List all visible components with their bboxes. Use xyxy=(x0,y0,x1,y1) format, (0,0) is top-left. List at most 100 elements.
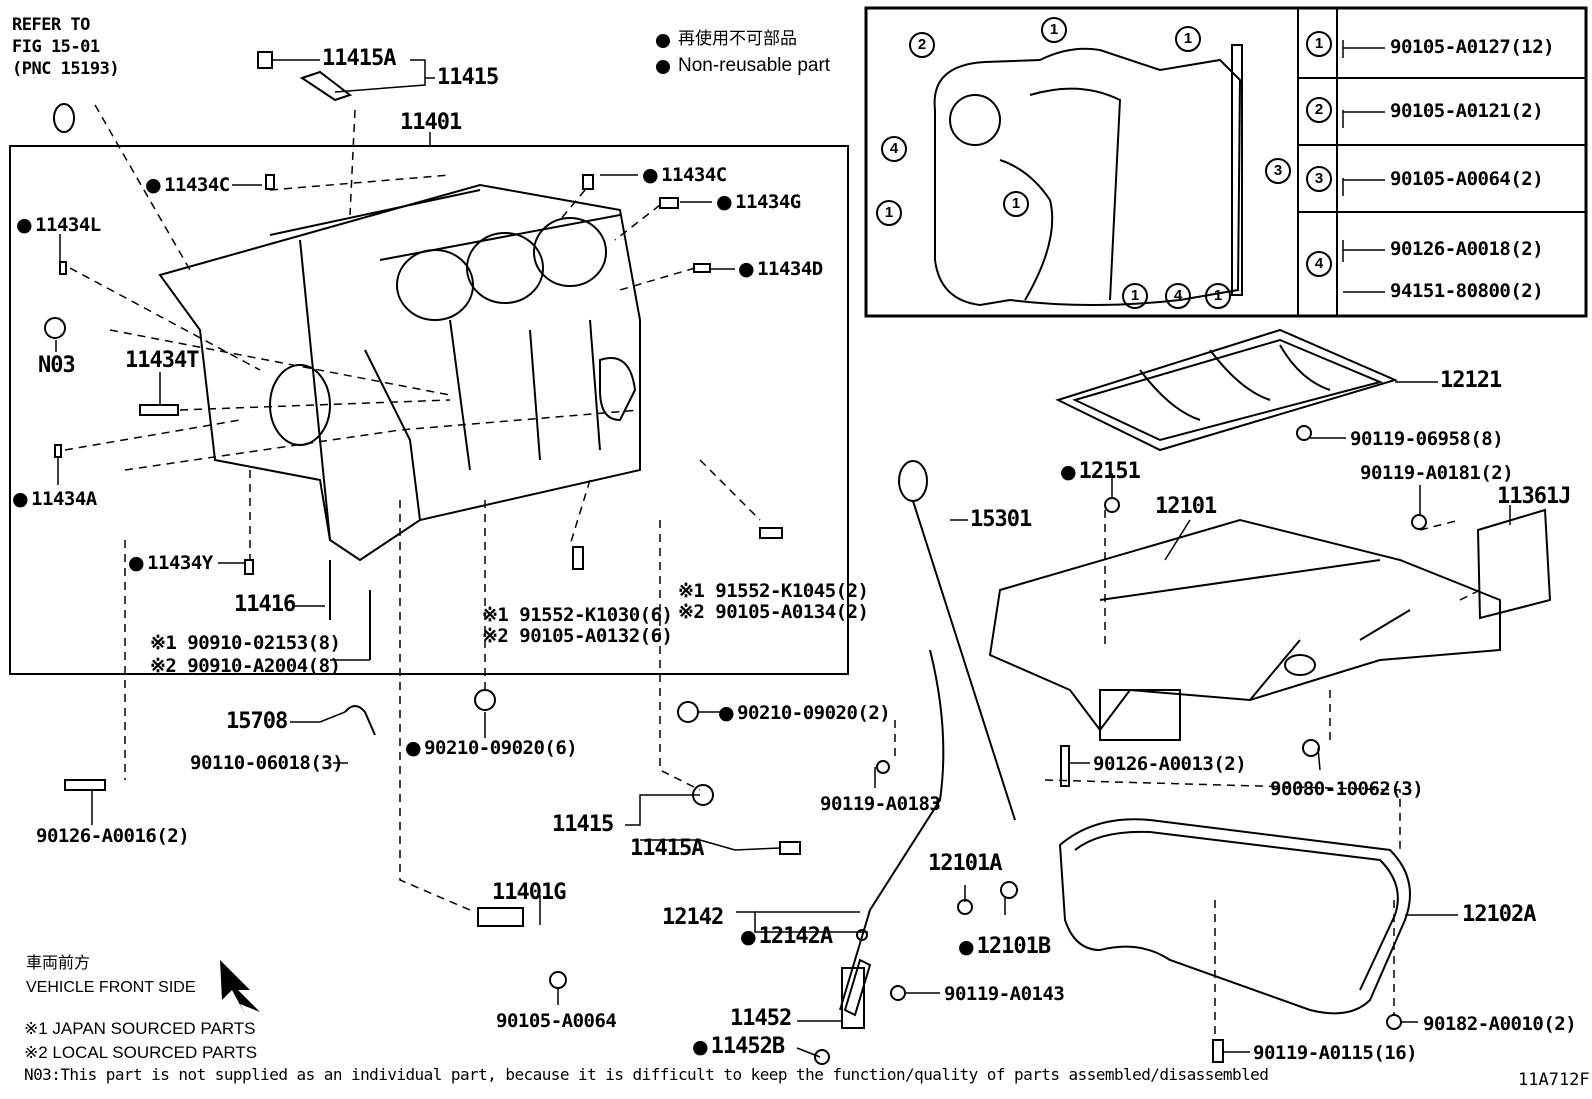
front-direction-arrow xyxy=(220,960,260,1016)
part-label: ※2 90105-A0134(2) xyxy=(678,601,869,623)
part-label-non-reusable: 12101B xyxy=(958,936,1051,958)
legend-jp: 再使用不可部品 xyxy=(678,29,797,48)
refer-line: (PNC 15193) xyxy=(12,59,120,79)
callout-number: 2 xyxy=(909,32,935,58)
inset-callout: 1 xyxy=(876,200,902,226)
vehicle-front-jp: 車両前方 xyxy=(26,955,91,972)
part-label-non-reusable: 11434L xyxy=(16,214,101,236)
inset-callout: 2 xyxy=(909,32,935,58)
part-label: ※2 90105-A0132(6) xyxy=(482,625,673,647)
callout-number: 1 xyxy=(1003,191,1029,217)
inset-callout: 4 xyxy=(1165,283,1191,309)
part-label: 90110-06018(3) xyxy=(190,752,344,774)
part-label: ※2 90910-A2004(8) xyxy=(150,655,341,677)
inset-part-number: 90105-A0121(2) xyxy=(1390,100,1544,122)
note-n03: N03:This part is not supplied as an indi… xyxy=(24,1065,1269,1084)
part-label: 90119-06958(8) xyxy=(1350,428,1504,450)
refer-line: FIG 15-01 xyxy=(12,37,100,57)
inset-table-num: 1 xyxy=(1306,31,1332,57)
callout-number: 1 xyxy=(876,200,902,226)
part-label-non-reusable: 12151 xyxy=(1060,461,1141,483)
legend-non-reusable: Non-reusable part xyxy=(678,55,831,76)
part-label: 11401 xyxy=(400,110,462,135)
lower-oil-pan-drawing xyxy=(1058,818,1411,1015)
inset-callout: 1 xyxy=(1003,191,1029,217)
inset-part-number: 90105-A0127(12) xyxy=(1390,36,1555,58)
part-label: 11415 xyxy=(437,65,499,90)
inset-callout: 1 xyxy=(1205,283,1231,309)
part-label: 11415A xyxy=(322,46,396,71)
cylinder-block-drawing xyxy=(158,183,641,562)
inset-callout: 1 xyxy=(1122,283,1148,309)
part-label: 12121 xyxy=(1440,368,1502,393)
part-label: ※1 91552-K1030(6) xyxy=(482,604,673,626)
oil-pan-gasket-drawing xyxy=(1055,328,1398,452)
part-label: 12101 xyxy=(1155,494,1217,519)
part-label: ※1 91552-K1045(2) xyxy=(678,580,869,602)
inset-part-number: 94151-80800(2) xyxy=(1390,280,1544,302)
part-label: 90105-A0064 xyxy=(496,1010,617,1032)
dipstick-drawing xyxy=(839,460,1016,1029)
part-label: 11434T xyxy=(125,348,199,373)
upper-oil-pan-drawing xyxy=(988,518,1501,741)
inset-callout: 3 xyxy=(1265,158,1291,184)
part-label: ※1 90910-02153(8) xyxy=(150,632,341,654)
small-parts xyxy=(44,51,1427,1065)
timing-cover-drawing xyxy=(933,44,1243,307)
part-label-non-reusable: 12142A xyxy=(740,926,833,948)
part-label: 12101A xyxy=(928,851,1002,876)
part-label: 90119-A0183 xyxy=(820,793,941,815)
inset-part-number: 90105-A0064(2) xyxy=(1390,168,1544,190)
part-label: 12142 xyxy=(662,905,724,930)
note-japan-sourced: ※1 JAPAN SOURCED PARTS xyxy=(24,1019,256,1038)
refer-line: REFER TO xyxy=(12,15,90,35)
part-label: 90119-A0181(2) xyxy=(1360,462,1514,484)
part-label: 90119-A0115(16) xyxy=(1253,1042,1418,1064)
part-label-non-reusable: 11434C xyxy=(145,174,230,196)
cylinder-block-group-frame xyxy=(9,145,849,675)
inset-callout: 1 xyxy=(1041,17,1067,43)
callout-number: 1 xyxy=(1205,283,1231,309)
callout-number: 1 xyxy=(1122,283,1148,309)
part-label-non-reusable: 11452B xyxy=(692,1036,785,1058)
part-label: 11452 xyxy=(730,1006,792,1031)
part-label: 11415A xyxy=(630,836,704,861)
label-leaders xyxy=(55,40,1511,1058)
part-label-non-reusable: 11434A xyxy=(12,488,97,510)
note-local-sourced: ※2 LOCAL SOURCED PARTS xyxy=(24,1043,258,1062)
inset-table-num: 3 xyxy=(1306,166,1332,192)
figure-code: 11A712F xyxy=(1518,1070,1590,1090)
part-label-non-reusable: 11434C xyxy=(642,164,727,186)
inset-table-num: 4 xyxy=(1306,251,1332,277)
part-label-non-reusable: 90210-09020(6) xyxy=(405,737,578,759)
part-label-non-reusable: 11434D xyxy=(738,258,823,280)
callout-number: 4 xyxy=(1306,251,1332,277)
inset-callout: 1 xyxy=(1175,26,1201,52)
callout-number: 3 xyxy=(1306,166,1332,192)
vehicle-front-en: VEHICLE FRONT SIDE xyxy=(26,979,196,996)
part-label: 11361J xyxy=(1497,484,1571,509)
callout-number: 1 xyxy=(1041,17,1067,43)
part-label: 90080-10062(3) xyxy=(1270,778,1424,800)
refer-note: REFER TO FIG 15-01 (PNC 15193) xyxy=(12,14,120,80)
part-label: 15301 xyxy=(970,507,1032,532)
part-label: 90126-A0016(2) xyxy=(36,825,190,847)
part-label: N03 xyxy=(38,353,76,378)
part-label-non-reusable: 11434Y xyxy=(128,552,213,574)
part-label-non-reusable: 11434G xyxy=(716,191,801,213)
part-label: 11416 xyxy=(234,592,296,617)
inset-table-num: 2 xyxy=(1306,97,1332,123)
callout-number: 1 xyxy=(1175,26,1201,52)
callout-number: 3 xyxy=(1265,158,1291,184)
callout-number: 4 xyxy=(1165,283,1191,309)
part-label: 90119-A0143 xyxy=(944,983,1065,1005)
inset-part-number: 90126-A0018(2) xyxy=(1390,238,1544,260)
inset-frame xyxy=(864,6,1588,318)
callout-number: 1 xyxy=(1306,31,1332,57)
inset-callout: 4 xyxy=(881,136,907,162)
callout-number: 2 xyxy=(1306,97,1332,123)
part-label: 90182-A0010(2) xyxy=(1423,1013,1577,1035)
part-label: 12102A xyxy=(1462,902,1536,927)
